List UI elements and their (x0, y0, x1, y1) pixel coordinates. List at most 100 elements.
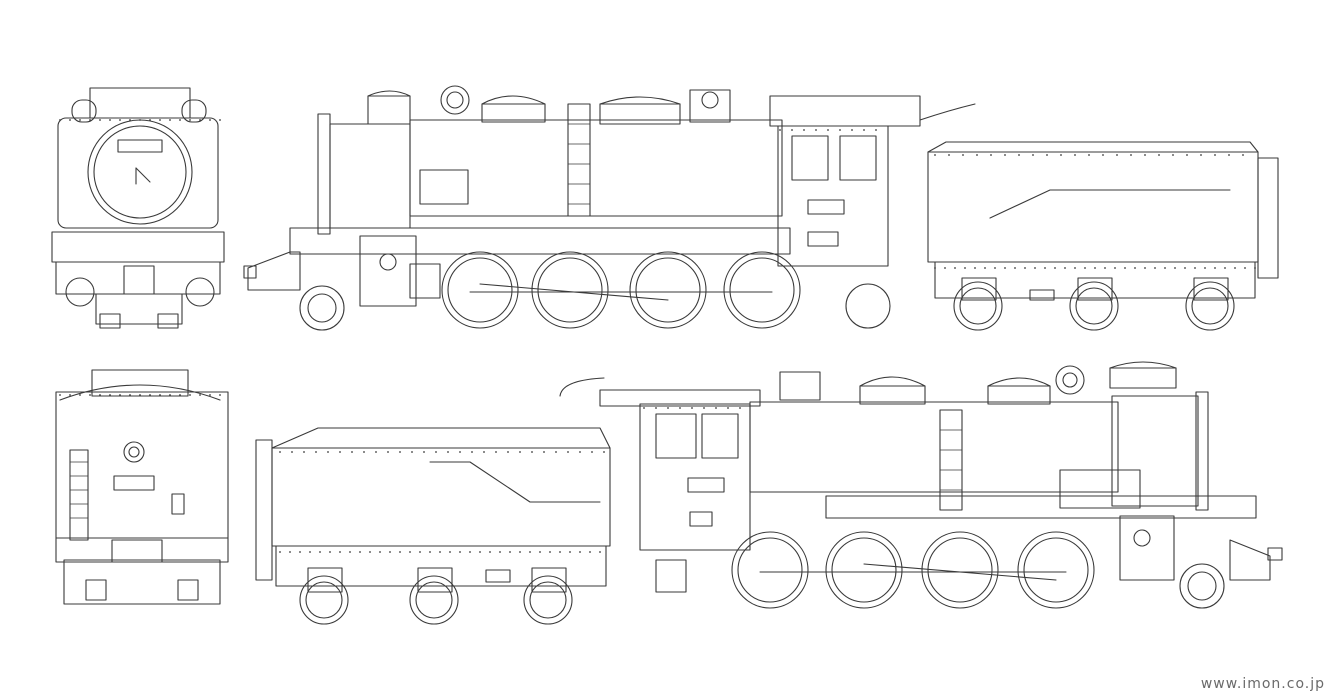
rivet (1194, 267, 1196, 269)
rivet (509, 551, 511, 553)
rivet (549, 551, 551, 553)
rivet (1004, 267, 1006, 269)
rivet (1134, 267, 1136, 269)
rivet (359, 551, 361, 553)
rivet (1172, 154, 1174, 156)
rivet (994, 267, 996, 269)
rivet (739, 407, 741, 409)
rivet (1224, 267, 1226, 269)
rivet (363, 451, 365, 453)
rivet (667, 407, 669, 409)
rivet (315, 451, 317, 453)
rivet (679, 407, 681, 409)
rivet (1094, 267, 1096, 269)
rivet (948, 154, 950, 156)
rivet (99, 119, 101, 121)
rivet (179, 394, 181, 396)
rivet (727, 407, 729, 409)
rivet (1054, 267, 1056, 269)
rivet (291, 451, 293, 453)
rivet (329, 551, 331, 553)
rivet (1060, 154, 1062, 156)
rivet (1174, 267, 1176, 269)
rivet (1214, 267, 1216, 269)
rivet (1024, 267, 1026, 269)
rivet (1242, 154, 1244, 156)
rivet (715, 407, 717, 409)
rivet (459, 551, 461, 553)
rivet (1102, 154, 1104, 156)
rivet (589, 551, 591, 553)
rivet (1254, 267, 1256, 269)
rivet (599, 551, 601, 553)
rivet (279, 451, 281, 453)
rivet (189, 394, 191, 396)
rivet (387, 451, 389, 453)
rivet (209, 119, 211, 121)
rivet (1204, 267, 1206, 269)
rivet (409, 551, 411, 553)
rivet (389, 551, 391, 553)
rivet (119, 394, 121, 396)
rivet (1004, 154, 1006, 156)
rivet (579, 451, 581, 453)
rivet (169, 394, 171, 396)
rivet (519, 551, 521, 553)
rear-view (55, 369, 229, 605)
rivet (1044, 267, 1046, 269)
rivet (1014, 267, 1016, 269)
rivet (339, 551, 341, 553)
rivet (1214, 154, 1216, 156)
rivet (1200, 154, 1202, 156)
rivet (483, 451, 485, 453)
rivet (419, 551, 421, 553)
rivet (399, 451, 401, 453)
rivet (469, 551, 471, 553)
rivet (791, 129, 793, 131)
rivet (423, 451, 425, 453)
rivet (603, 451, 605, 453)
rivet (447, 451, 449, 453)
rivet (499, 551, 501, 553)
rivet (976, 154, 978, 156)
rivet (149, 394, 151, 396)
rivet (934, 267, 936, 269)
rivet (579, 551, 581, 553)
rivet (99, 394, 101, 396)
rivet (1154, 267, 1156, 269)
rivet (1184, 267, 1186, 269)
rivet (944, 267, 946, 269)
rivet (863, 129, 865, 131)
rivet (289, 551, 291, 553)
rivet (129, 394, 131, 396)
rivet (189, 119, 191, 121)
rivet (569, 551, 571, 553)
rivet (429, 551, 431, 553)
rivet (507, 451, 509, 453)
rivet (555, 451, 557, 453)
rivet (149, 119, 151, 121)
rivet (990, 154, 992, 156)
rivet (934, 154, 936, 156)
side-view-right (243, 85, 1279, 331)
rivet (1104, 267, 1106, 269)
rivet (179, 119, 181, 121)
rivet (1116, 154, 1118, 156)
side-view-left (255, 361, 1283, 625)
rivet (219, 119, 221, 121)
rivet (319, 551, 321, 553)
rivet (303, 451, 305, 453)
rivet (1032, 154, 1034, 156)
rivet (379, 551, 381, 553)
rivet (489, 551, 491, 553)
rivet (109, 119, 111, 121)
rivet (1164, 267, 1166, 269)
rivet (539, 551, 541, 553)
rivet (962, 154, 964, 156)
rivet (1088, 154, 1090, 156)
rivet (435, 451, 437, 453)
rivet (139, 119, 141, 121)
rivet (827, 129, 829, 131)
rivet (1074, 267, 1076, 269)
